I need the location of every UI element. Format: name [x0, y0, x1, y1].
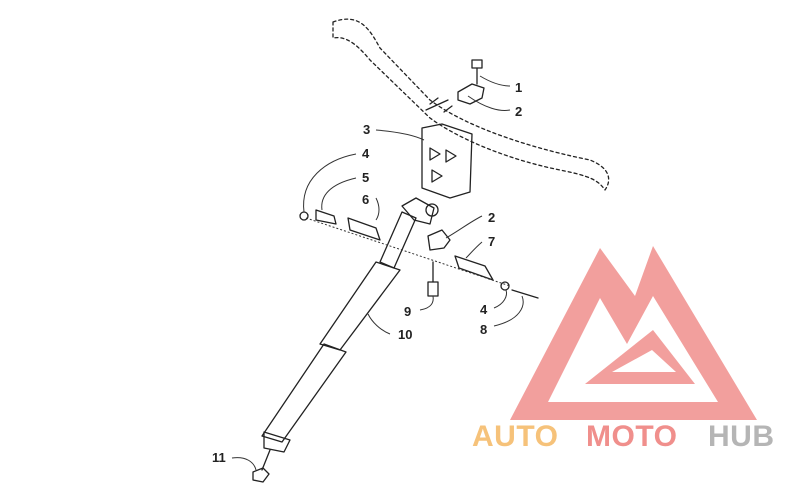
leader-lines — [231, 75, 524, 471]
part-column-top — [401, 197, 439, 225]
logo-mark — [510, 246, 757, 420]
callout-6: 6 — [362, 192, 369, 207]
logo-text-hub: HUB — [708, 420, 775, 453]
callout-11: 11 — [212, 450, 226, 465]
part-screw — [471, 59, 483, 85]
callout-4-right: 4 — [480, 302, 488, 317]
part-lower-clamp — [427, 229, 451, 251]
part-column-lower-end — [252, 431, 291, 483]
logo-text: AUTO MOTO HUB — [472, 420, 775, 453]
part-upper-clamp — [457, 83, 485, 105]
part-bolt — [427, 261, 439, 297]
handlebar — [332, 18, 610, 191]
callout-3: 3 — [363, 122, 370, 137]
callout-9: 9 — [404, 304, 411, 319]
logo-text-moto: MOTO — [586, 420, 677, 453]
part-right-linkage — [454, 255, 539, 299]
part-left-linkage — [299, 209, 381, 241]
logo-text-auto: AUTO — [472, 420, 558, 453]
part-steering-column — [261, 211, 417, 443]
part-riser-bracket — [421, 123, 473, 199]
callout-2-lower: 2 — [488, 210, 495, 225]
callout-1: 1 — [515, 80, 522, 95]
callout-4-left: 4 — [362, 146, 370, 161]
callout-2-upper: 2 — [515, 104, 522, 119]
callout-7: 7 — [488, 234, 495, 249]
callout-10: 10 — [398, 327, 412, 342]
callout-8: 8 — [480, 322, 487, 337]
callout-5: 5 — [362, 170, 369, 185]
